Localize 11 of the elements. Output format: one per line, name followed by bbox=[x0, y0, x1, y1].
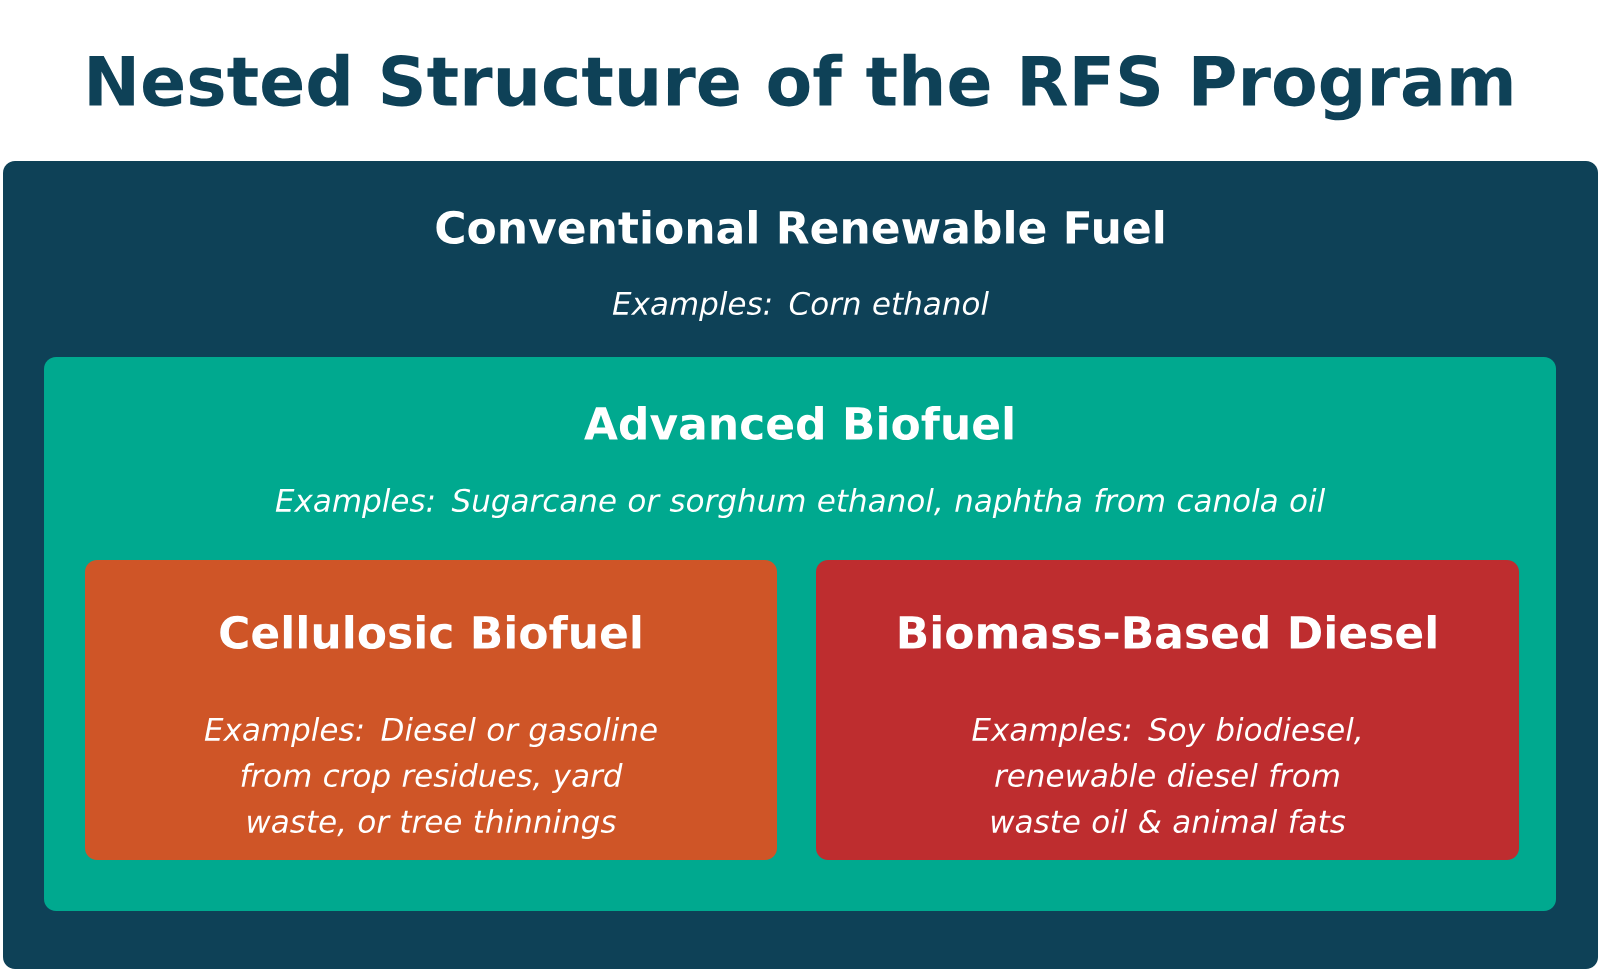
box-heading: Advanced Biofuel bbox=[584, 405, 1013, 441]
examples-text: Examples: Sugarcane or sorghum ethanol, naphtha from canola oil bbox=[275, 488, 1326, 519]
category-box bbox=[816, 560, 1519, 860]
examples-text: Examples: Diesel or gasoline from crop residues, yard waste, or tree thinnings bbox=[204, 717, 657, 840]
examples-text: Examples: Corn ethanol bbox=[612, 291, 989, 322]
examples-text: Examples: Soy biodiesel, renewable diesel from waste oil & animal fats bbox=[972, 717, 1360, 834]
box-heading: Cellulosic Biofuel bbox=[220, 615, 641, 650]
title: Nested Structure of the RFS Program bbox=[89, 53, 1512, 121]
category-box bbox=[85, 560, 777, 860]
box-heading: Biomass-Based Diesel bbox=[899, 615, 1436, 650]
box-heading: Conventional Renewable Fuel bbox=[436, 209, 1164, 245]
